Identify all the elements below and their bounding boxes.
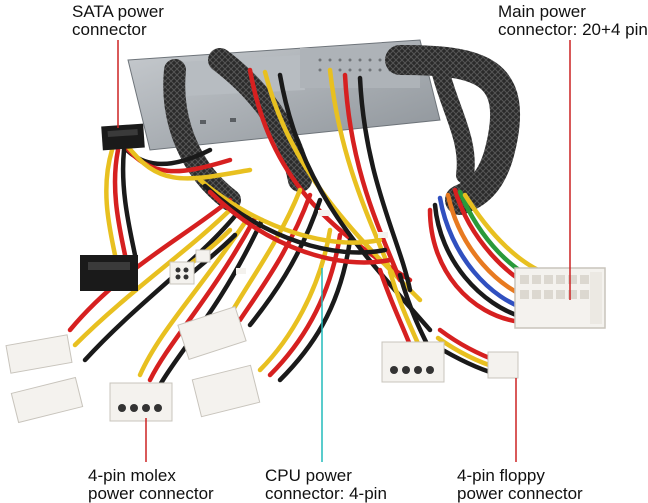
molex-connector-middle [177, 305, 247, 361]
molex-connector-left-2 [10, 376, 84, 424]
floppy-power-connector-label: 4-pin floppy power connector [457, 467, 583, 503]
sleeved-bundles [163, 45, 520, 215]
molex-power-connector-label: 4-pin molex power connector [88, 467, 214, 503]
sata-power-connector-label: SATA power connector [72, 3, 164, 39]
sata-connector-bottom [80, 255, 138, 291]
molex-connector-lower [191, 364, 261, 418]
molex-label-line1: 4-pin molex [88, 466, 176, 485]
molex-connector-front [109, 382, 173, 422]
molex-connector-left-1 [5, 334, 73, 374]
cpu-power-connector-label: CPU power connector: 4-pin [265, 467, 387, 503]
cable-ties [236, 210, 388, 274]
floppy-connector [487, 351, 519, 379]
main-power-connector-label: Main power connector: 20+4 pin [498, 3, 648, 39]
sata-label-line1: SATA power [72, 2, 164, 21]
cpu-4pin-connector [169, 249, 211, 285]
callout-lines [117, 40, 571, 462]
molex-label-line2: power connector [88, 484, 214, 503]
molex-connector-right [381, 341, 445, 383]
cpu-label-line2: connector: 4-pin [265, 484, 387, 503]
floppy-label-line1: 4-pin floppy [457, 466, 545, 485]
cpu-label-line1: CPU power [265, 466, 352, 485]
floppy-label-line2: power connector [457, 484, 583, 503]
main-label-line1: Main power [498, 2, 586, 21]
sata-label-line2: connector [72, 20, 147, 39]
main-24pin-connector [514, 267, 606, 329]
sata-connector-top [101, 123, 145, 151]
main-label-line2: connector: 20+4 pin [498, 20, 648, 39]
